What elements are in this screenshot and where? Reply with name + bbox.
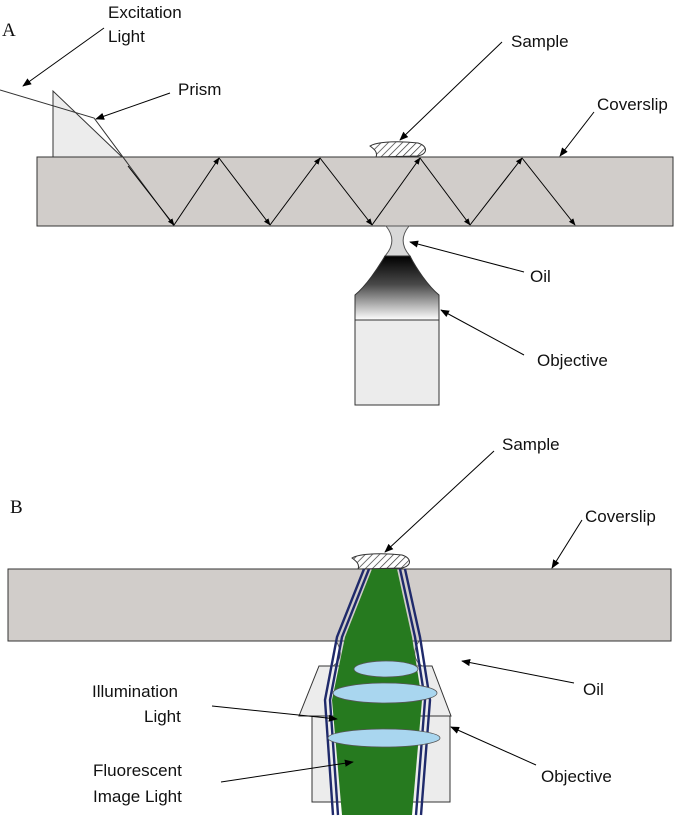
oil-pointer-b <box>461 659 575 684</box>
lens-bottom <box>327 728 441 748</box>
sample-pointer-b <box>384 450 495 553</box>
objective-label-b: Objective <box>541 767 612 786</box>
fluorescent-pointer <box>220 759 354 783</box>
panel-b: B Sampl <box>7 435 672 816</box>
coverslip-label-a: Coverslip <box>597 95 668 114</box>
objective-label-a: Objective <box>537 351 608 370</box>
excitation-label-2: Light <box>108 27 145 46</box>
oil-drop-a <box>383 225 412 257</box>
illumination-pointer <box>211 705 338 722</box>
panel-b-letter: B <box>10 497 23 518</box>
lens-middle <box>332 682 438 704</box>
excitation-label-1: Excitation <box>108 3 182 22</box>
illumination-label-1: Illumination <box>92 682 178 701</box>
objective-pointer-b <box>450 726 537 766</box>
sample-a <box>369 141 426 158</box>
panel-a: A <box>0 3 674 406</box>
panel-a-letter: A <box>2 20 16 41</box>
oil-label-a: Oil <box>530 267 551 286</box>
sample-pointer-a <box>399 41 503 141</box>
oil-label-b: Oil <box>583 680 604 699</box>
prism-pointer <box>95 92 171 120</box>
coverslip-label-b: Coverslip <box>585 507 656 526</box>
sample-label-a: Sample <box>511 32 569 51</box>
prism <box>52 89 124 158</box>
illumination-label-2: Light <box>144 707 181 726</box>
fluorescent-label-1: Fluorescent <box>93 761 182 780</box>
objective-pointer-a <box>440 309 525 356</box>
coverslip-pointer-a <box>559 111 595 157</box>
lens-top <box>353 660 419 678</box>
sample-b <box>351 553 410 570</box>
coverslip-a <box>36 156 674 227</box>
fluorescent-label-2: Image Light <box>93 787 182 806</box>
tir-reflections <box>127 157 576 226</box>
oil-pointer-a <box>409 240 525 273</box>
objective-body-a <box>354 319 440 406</box>
excitation-pointer <box>22 27 105 87</box>
coverslip-pointer-b <box>551 519 583 569</box>
illumination-beam <box>323 568 432 816</box>
objective-tip-a <box>354 255 440 321</box>
sample-label-b: Sample <box>502 435 560 454</box>
prism-label: Prism <box>178 80 221 99</box>
